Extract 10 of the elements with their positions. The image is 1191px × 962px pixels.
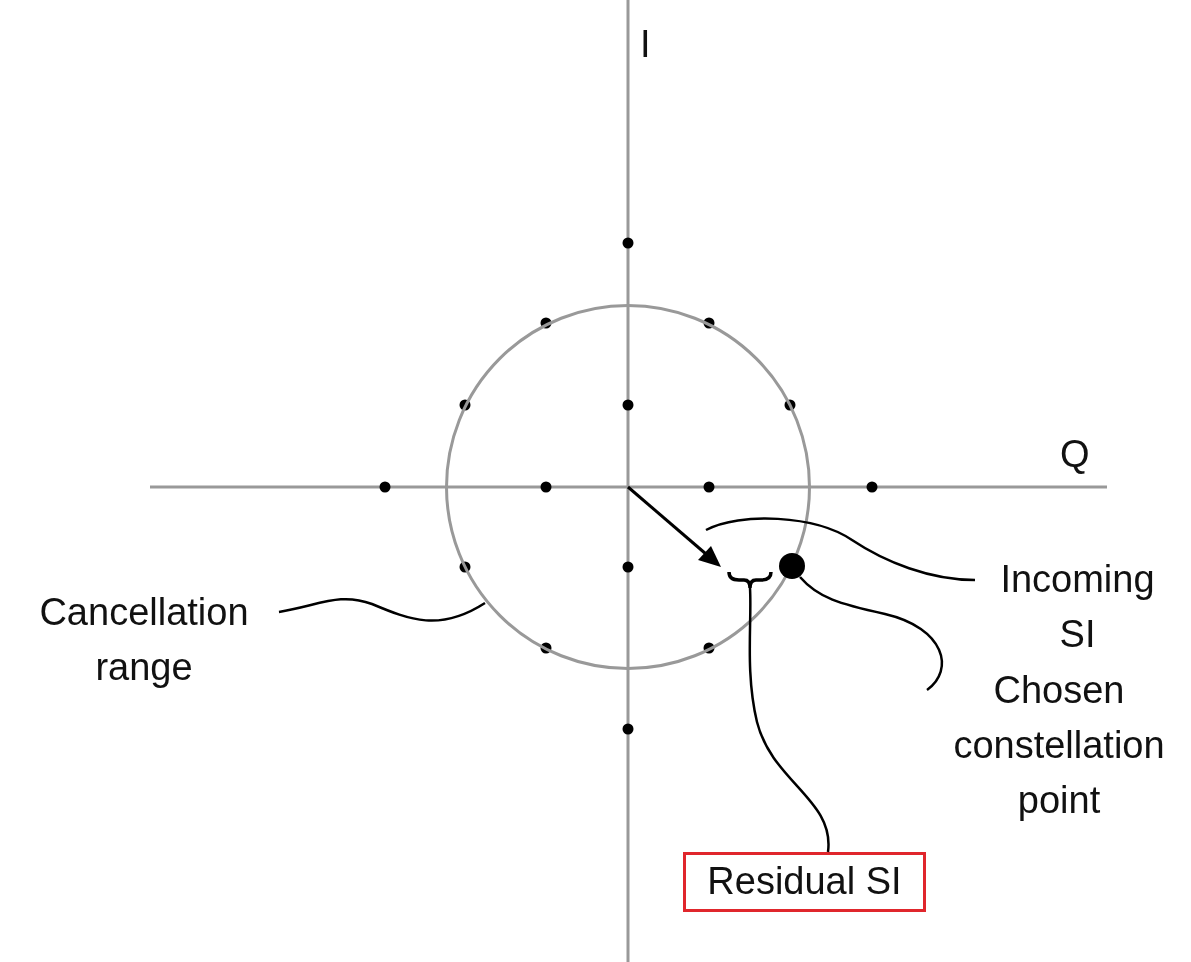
callout-text: Incoming SI [1000,558,1155,655]
axis-label: Q [1060,432,1090,476]
leader-line [748,587,830,853]
callout-text: Cancellation range [39,591,249,688]
leader-line [799,576,943,691]
leader-line [278,597,486,622]
axis-label: I [640,22,651,66]
callout-box: Residual SI [683,852,926,912]
callout-text: Chosen constellation point [953,669,1165,821]
leader-line [705,517,976,582]
